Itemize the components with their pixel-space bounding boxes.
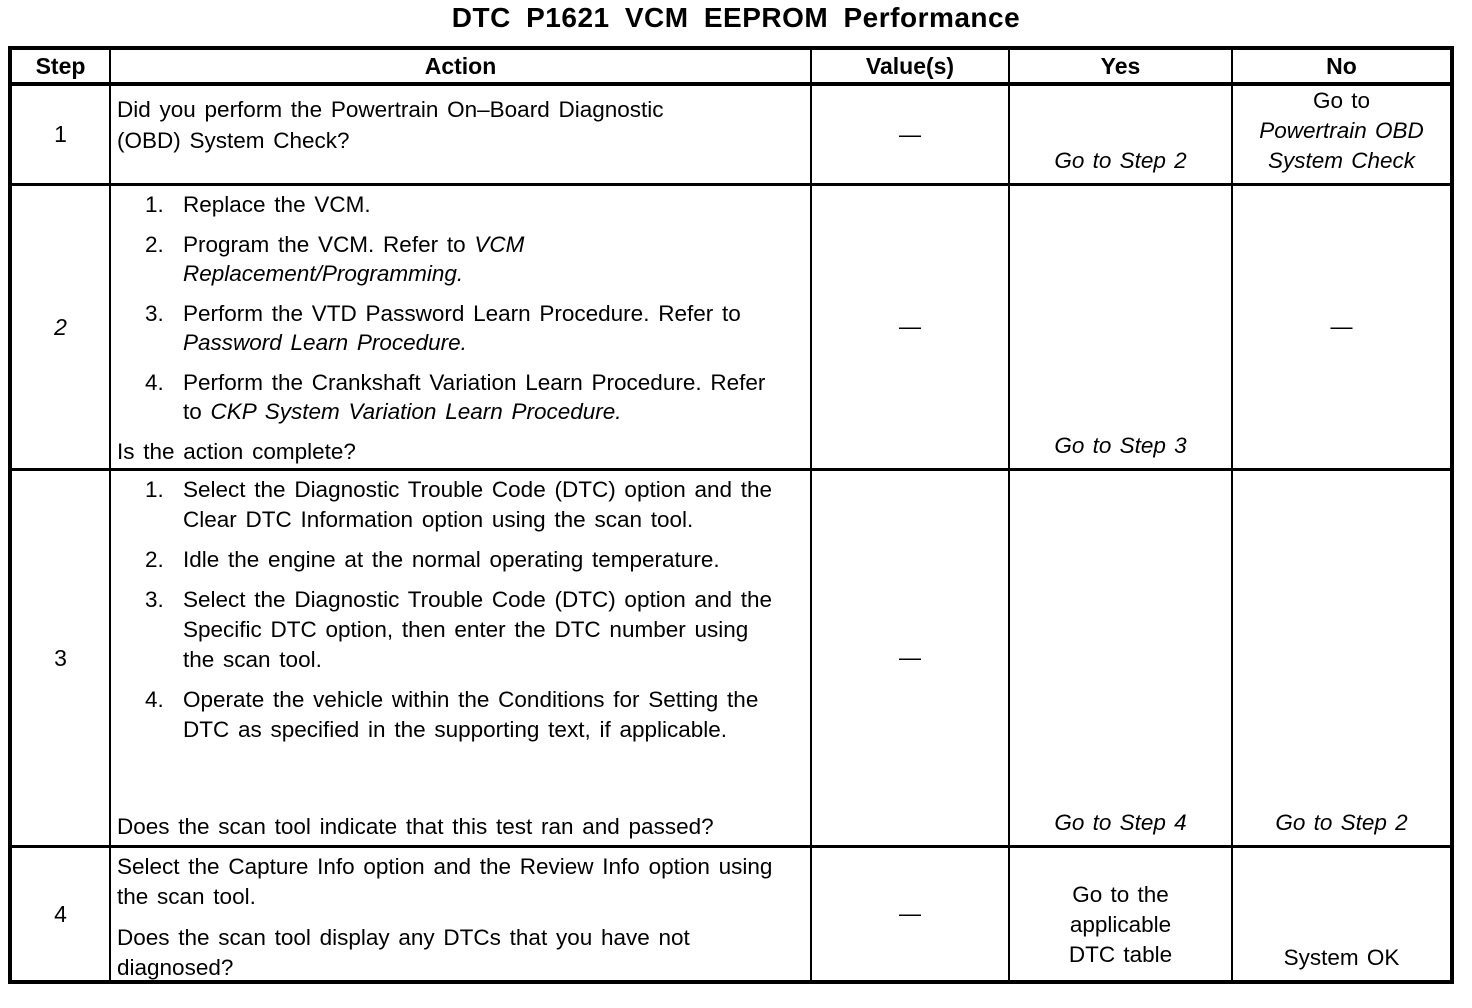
table-header-row: Step Action Value(s) Yes No [9, 47, 1453, 86]
no-instruction-reference-line1: Powertrain OBD [1259, 118, 1424, 143]
list-item: 2. Idle the engine at the normal operati… [117, 545, 804, 575]
list-item-reference: Password Learn Procedure. [183, 330, 467, 355]
list-item: 3. Perform the VTD Password Learn Proced… [117, 299, 804, 357]
step-number-4: 4 [9, 845, 111, 984]
list-item-reference: CKP System Variation Learn Procedure. [210, 399, 622, 424]
no-instruction-prefix: Go to [1312, 88, 1371, 113]
list-item: 2. Program the VCM. Refer to VCM Replace… [117, 230, 804, 288]
action-question-step-1: Did you perform the Powertrain On–Board … [117, 97, 664, 153]
list-item: 3. Select the Diagnostic Trouble Code (D… [117, 585, 804, 675]
list-item-text: Perform the Crankshaft Variation Learn P… [183, 370, 766, 424]
list-item-number: 2. [145, 547, 164, 572]
yes-instruction-step-4: Go to the applicable DTC table [1068, 882, 1173, 967]
table-row-step-1: 1 Did you perform the Powertrain On–Boar… [9, 82, 1453, 186]
no-instruction-step-3: Go to Step 2 [1275, 810, 1408, 835]
list-item-number: 3. [145, 301, 164, 326]
dtc-diagnostic-table: Step Action Value(s) Yes No 1 Did you pe… [8, 46, 1454, 984]
col-header-action: Action [109, 47, 812, 86]
value-cell-step-1: — [810, 82, 1010, 186]
action-cell-step-3: 1. Select the Diagnostic Trouble Code (D… [109, 468, 812, 848]
list-item-text: Replace the VCM. [183, 192, 371, 217]
page-title: DTC P1621 VCM EEPROM Performance [451, 2, 1021, 33]
yes-cell-step-2: Go to Step 3 [1008, 183, 1233, 471]
list-item: 4. Perform the Crankshaft Variation Lear… [117, 368, 804, 426]
list-item-number: 4. [145, 370, 164, 395]
list-item-number: 4. [145, 687, 164, 712]
no-instruction-step-4: System OK [1283, 945, 1400, 970]
yes-cell-step-1: Go to Step 2 [1008, 82, 1233, 186]
list-item-text: Idle the engine at the normal operating … [183, 547, 720, 572]
list-item-reference: VCM Replacement/Programming. [183, 232, 525, 286]
step-number-2: 2 [9, 183, 111, 471]
action-cell-step-4: Select the Capture Info option and the R… [109, 845, 812, 984]
list-item-text: Operate the vehicle within the Condition… [183, 687, 759, 742]
table-row-step-2: 2 1. Replace the VCM. 2. Program the VCM… [9, 183, 1453, 471]
list-item-text: Select the Diagnostic Trouble Code (DTC)… [183, 477, 773, 532]
no-instruction-reference-line2: System Check [1267, 148, 1416, 173]
list-item: 1. Replace the VCM. [117, 190, 804, 219]
table-row-step-3: 3 1. Select the Diagnostic Trouble Code … [9, 468, 1453, 848]
list-item-number: 3. [145, 587, 164, 612]
action-list-step-2: 1. Replace the VCM. 2. Program the VCM. … [117, 190, 804, 437]
yes-instruction-step-2: Go to Step 3 [1054, 433, 1187, 458]
list-item-number: 2. [145, 232, 164, 257]
no-cell-step-3: Go to Step 2 [1231, 468, 1453, 848]
no-instruction-step-1: Go to Powertrain OBD System Check [1233, 86, 1450, 176]
list-item-number: 1. [145, 477, 164, 502]
action-question-step-2: Is the action complete? [117, 439, 356, 464]
col-header-yes: Yes [1008, 47, 1233, 86]
value-cell-step-2: — [810, 183, 1010, 471]
action-list-step-3: 1. Select the Diagnostic Trouble Code (D… [117, 475, 804, 755]
yes-cell-step-3: Go to Step 4 [1008, 468, 1233, 848]
value-cell-step-3: — [810, 468, 1010, 848]
action-text-step-4: Select the Capture Info option and the R… [117, 854, 773, 909]
yes-instruction-step-1: Go to Step 2 [1054, 148, 1187, 173]
no-cell-step-2: — [1231, 183, 1453, 471]
action-cell-step-1: Did you perform the Powertrain On–Board … [109, 82, 812, 186]
list-item-number: 1. [145, 192, 164, 217]
action-question-step-4: Does the scan tool display any DTCs that… [117, 925, 690, 980]
step-number-1: 1 [9, 82, 111, 186]
col-header-step: Step [9, 47, 111, 86]
step-number-3: 3 [9, 468, 111, 848]
no-cell-step-4: System OK [1231, 845, 1453, 984]
col-header-no: No [1231, 47, 1453, 86]
action-question-step-3: Does the scan tool indicate that this te… [117, 814, 714, 839]
action-cell-step-2: 1. Replace the VCM. 2. Program the VCM. … [109, 183, 812, 471]
col-header-values: Value(s) [810, 47, 1010, 86]
list-item-text: Select the Diagnostic Trouble Code (DTC)… [183, 587, 773, 672]
no-cell-step-1: Go to Powertrain OBD System Check [1231, 82, 1453, 186]
yes-cell-step-4: Go to the applicable DTC table [1008, 845, 1233, 984]
list-item-text: Program the VCM. Refer to [183, 232, 466, 257]
yes-instruction-step-3: Go to Step 4 [1054, 810, 1187, 835]
list-item: 4. Operate the vehicle within the Condit… [117, 685, 804, 745]
list-item: 1. Select the Diagnostic Trouble Code (D… [117, 475, 804, 535]
table-row-step-4: 4 Select the Capture Info option and the… [9, 845, 1453, 984]
list-item-text: Perform the VTD Password Learn Procedure… [183, 301, 741, 326]
value-cell-step-4: — [810, 845, 1010, 984]
